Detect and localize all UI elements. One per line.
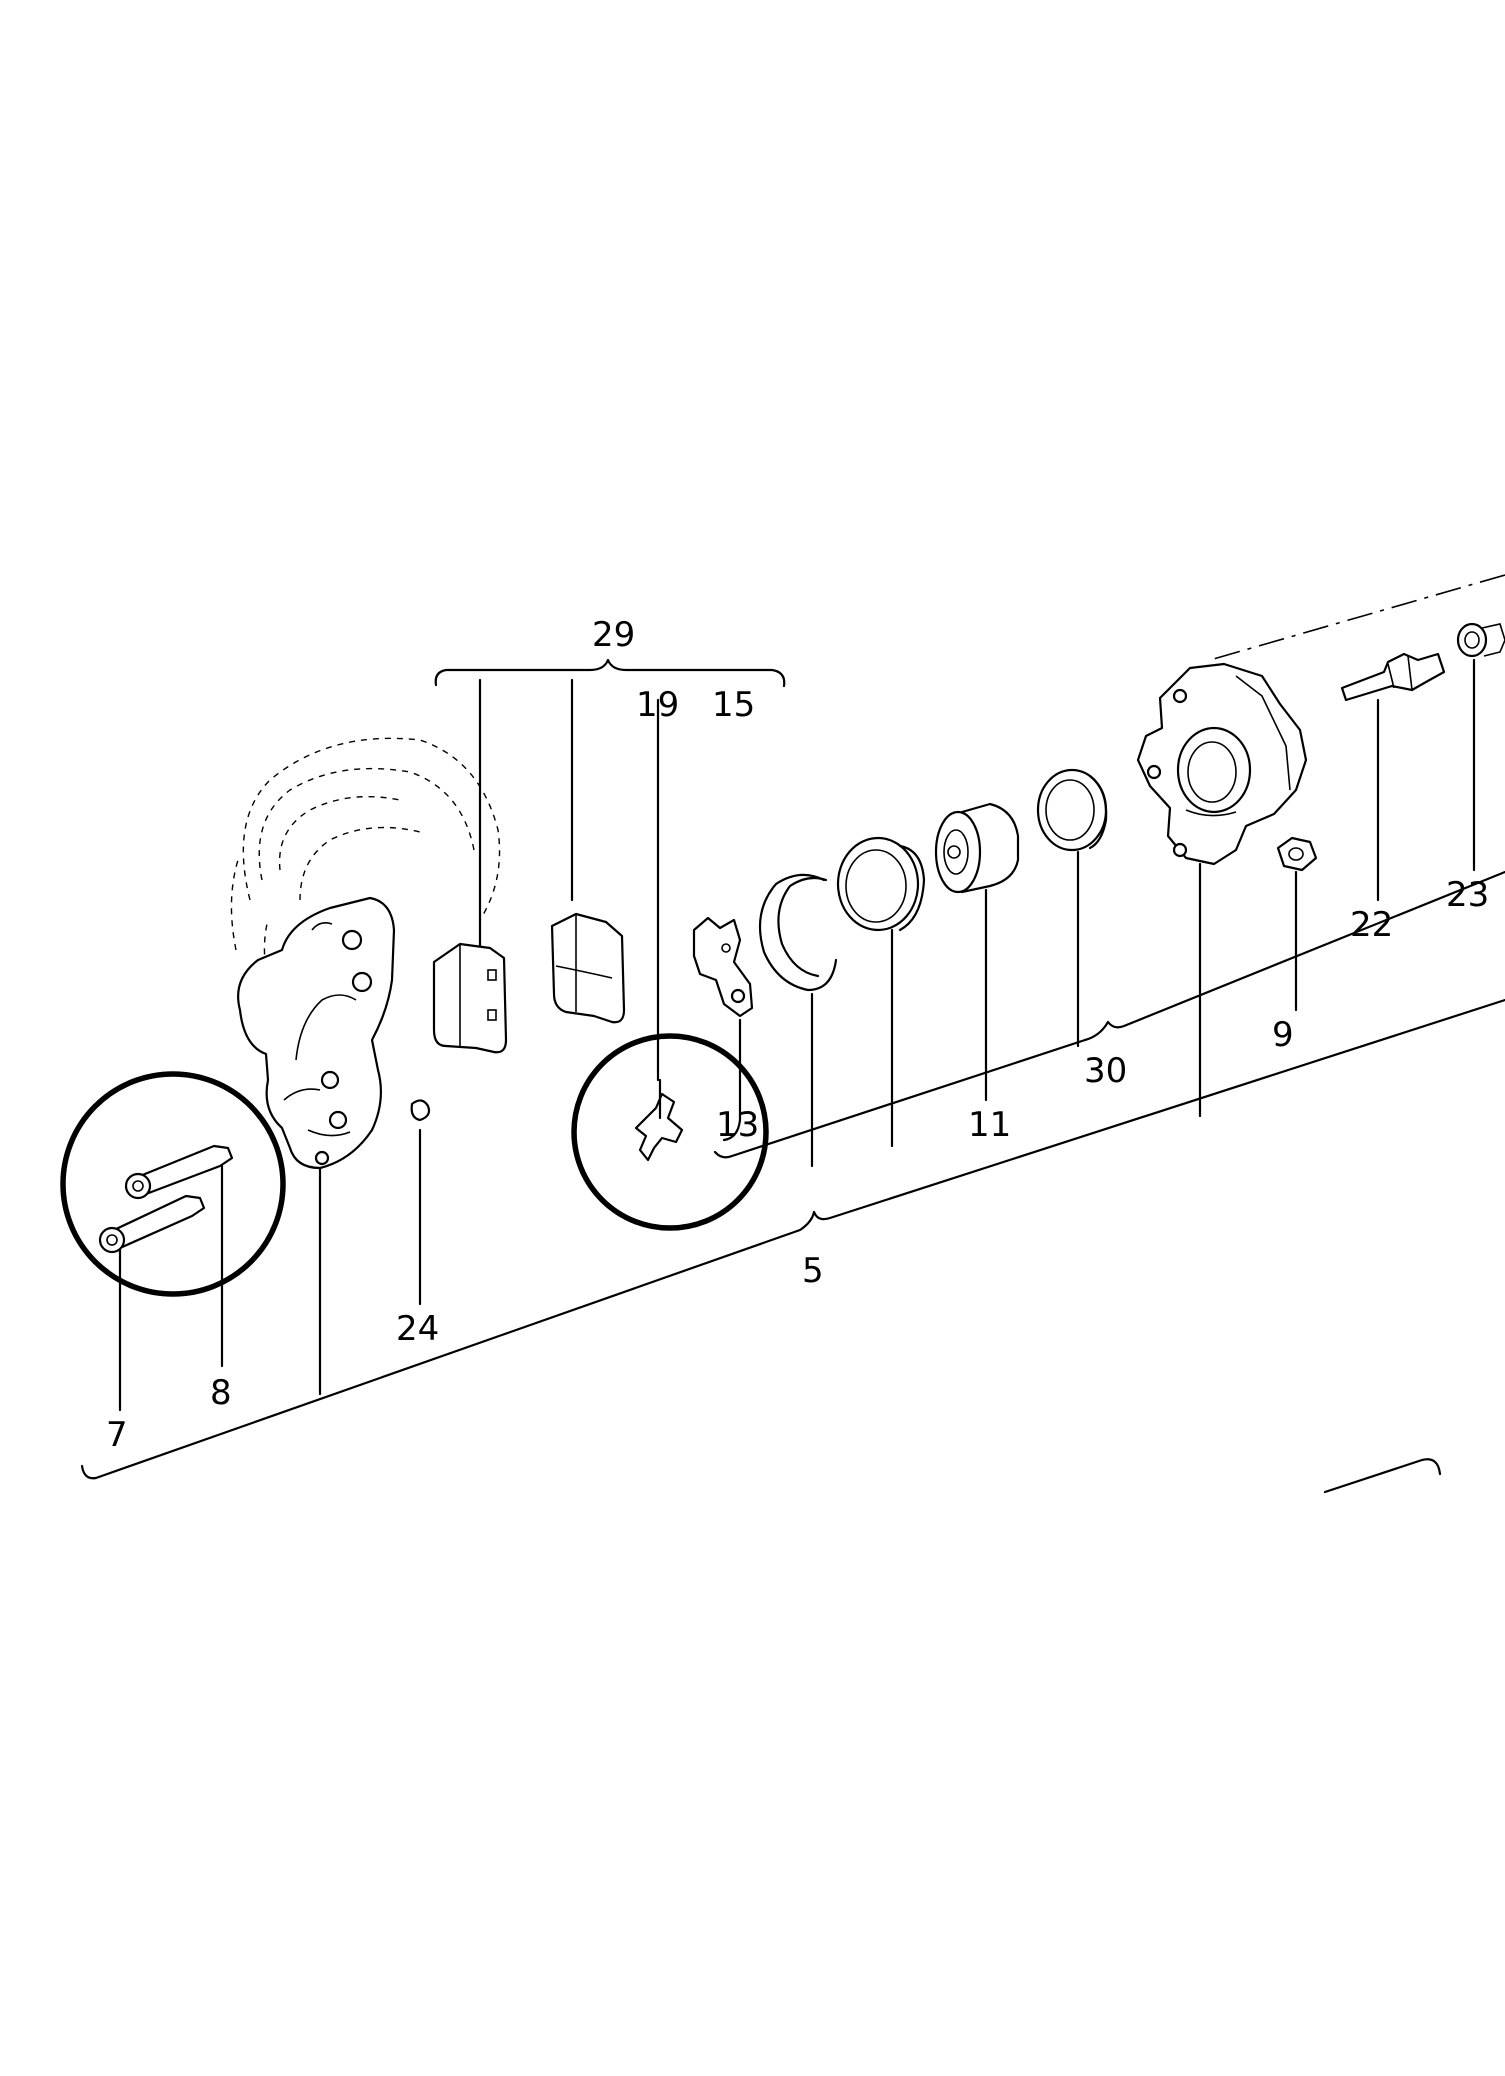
part-19-spring-clip — [634, 698, 684, 1162]
callout-29: 29 — [592, 615, 635, 655]
callout-9: 9 — [1272, 1015, 1294, 1055]
group-bracket-5 — [80, 998, 1505, 1494]
part-15-retainer — [692, 916, 754, 1142]
callout-19: 19 — [636, 685, 679, 725]
group-bracket-30 — [713, 870, 1505, 1159]
part-8-bolt — [124, 1144, 234, 1368]
caliper-outer-half — [1136, 662, 1308, 1118]
part-22-bleed-screw — [1340, 652, 1446, 902]
part-piston-seal — [1036, 768, 1108, 1048]
brake-pad-left — [432, 942, 508, 1054]
callout-7: 7 — [106, 1415, 128, 1455]
brake-disc-outline — [230, 737, 501, 991]
part-snap-ring — [758, 873, 838, 1168]
callout-23: 23 — [1446, 875, 1489, 915]
highlight-circle-spring — [571, 1033, 769, 1231]
part-9-nut — [1276, 836, 1318, 1012]
part-23-dust-cap — [1456, 622, 1505, 872]
callout-24: 24 — [396, 1309, 439, 1349]
brake-pad-right — [550, 912, 626, 1024]
callout-11: 11 — [968, 1105, 1011, 1145]
callout-22: 22 — [1350, 905, 1393, 945]
caliper-housing — [237, 896, 396, 1396]
callout-13: 13 — [716, 1105, 759, 1145]
part-24-clip — [410, 1099, 431, 1306]
highlight-circle-bolts — [60, 1071, 286, 1297]
group-bracket-29 — [434, 658, 786, 962]
callout-15: 15 — [712, 685, 755, 725]
part-dust-boot — [836, 836, 926, 1148]
part-7-bolt — [98, 1194, 206, 1412]
axis-line — [1209, 574, 1505, 661]
callout-30: 30 — [1084, 1051, 1127, 1091]
callout-8: 8 — [210, 1373, 232, 1413]
part-11-piston — [934, 802, 1020, 1102]
callout-5: 5 — [802, 1251, 824, 1291]
